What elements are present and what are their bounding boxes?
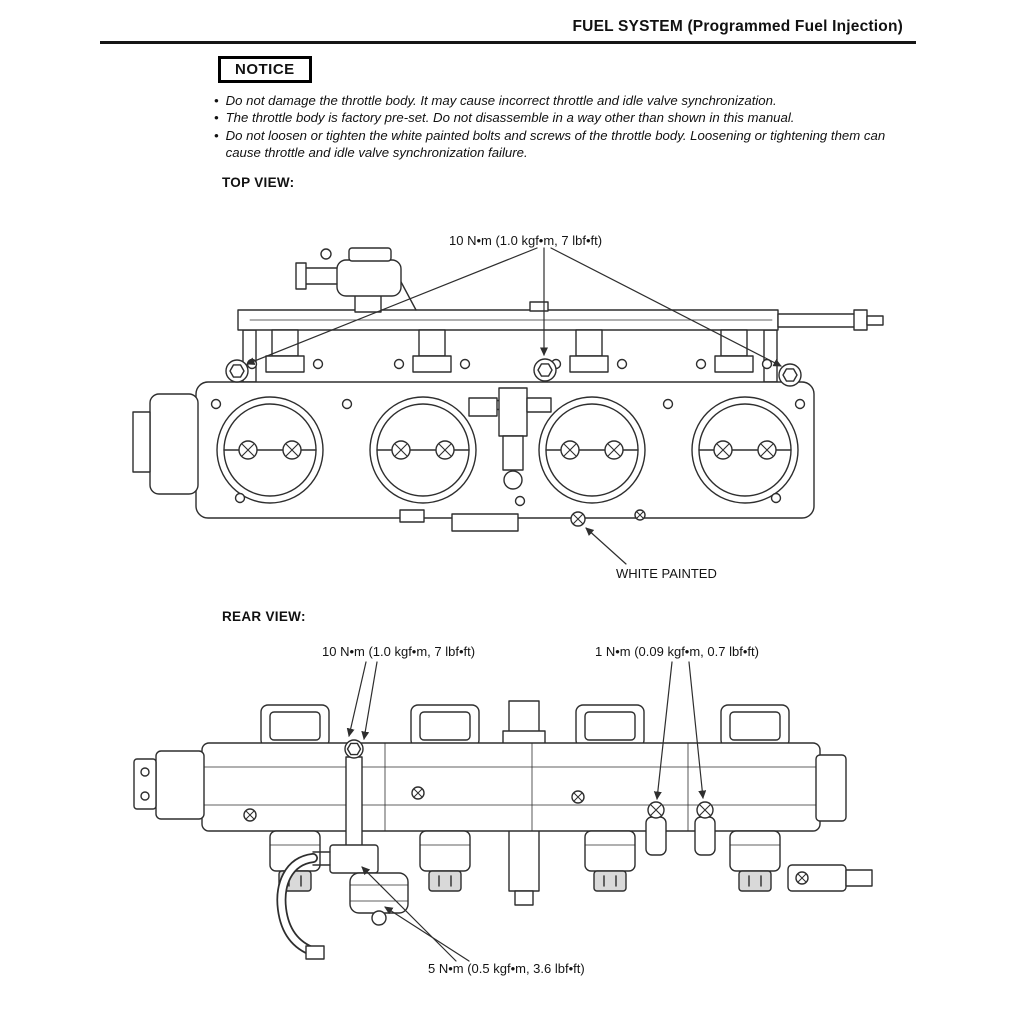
bullet-icon	[214, 127, 219, 162]
header-rule	[100, 41, 916, 44]
rear-torque-10-label: 10 N•m (1.0 kgf•m, 7 lbf•ft)	[322, 644, 476, 659]
fuel-line-assembly	[276, 739, 409, 960]
throttle-bore	[216, 396, 324, 504]
rail-bracket	[763, 329, 778, 383]
notice-list: Do not damage the throttle body. It may …	[214, 92, 910, 162]
white-painted-label: WHITE PAINTED	[616, 566, 717, 581]
pressure-regulator	[295, 247, 417, 313]
throttle-bore	[691, 396, 799, 504]
page-title: FUEL SYSTEM (Programmed Fuel Injection)	[572, 18, 903, 35]
band-screws	[243, 786, 585, 822]
bullet-icon	[214, 109, 219, 126]
rear-view-heading: REAR VIEW:	[222, 609, 306, 624]
top-torque-label: 10 N•m (1.0 kgf•m, 7 lbf•ft)	[449, 233, 603, 248]
rear-torque-5-label: 5 N•m (0.5 kgf•m, 3.6 lbf•ft)	[428, 961, 585, 976]
notice-item-text: Do not loosen or tighten the white paint…	[225, 127, 886, 161]
center-linkage	[468, 387, 552, 490]
mounting-bolt	[533, 358, 557, 382]
injector-boss	[246, 329, 773, 373]
bottom-bracket	[399, 509, 519, 532]
intake-stubs	[260, 704, 790, 748]
top-view-heading: TOP VIEW:	[222, 175, 295, 190]
fuel-rail	[237, 301, 884, 331]
throttle-bore	[369, 396, 477, 504]
rear-view-diagram	[133, 661, 873, 962]
bullet-icon	[214, 92, 219, 109]
white-painted-screw	[570, 511, 586, 527]
fuel-injector	[419, 830, 471, 892]
throttle-body-rear	[201, 742, 821, 832]
notice-item: Do not loosen or tighten the white paint…	[214, 127, 910, 162]
top-view-diagram	[132, 247, 884, 565]
left-sensor	[133, 750, 205, 820]
notice-item: The throttle body is factory pre-set. Do…	[214, 109, 910, 126]
leader-lines	[246, 247, 782, 565]
notice-item: Do not damage the throttle body. It may …	[214, 92, 910, 109]
mounting-bolt	[225, 359, 249, 383]
throttle-bore	[538, 396, 646, 504]
notice-item-text: Do not damage the throttle body. It may …	[225, 93, 777, 108]
fuel-injector	[584, 830, 636, 892]
notice-item-text: The throttle body is factory pre-set. Do…	[225, 110, 795, 126]
rear-torque-1-label: 1 N•m (0.09 kgf•m, 0.7 lbf•ft)	[595, 644, 759, 659]
body-screws	[210, 398, 806, 521]
notice-label: NOTICE	[218, 56, 312, 83]
idle-air-screws	[645, 801, 716, 856]
fuel-injector	[729, 830, 781, 892]
leader-lines	[346, 661, 707, 962]
right-bracket	[787, 754, 873, 892]
mounting-bolt	[778, 363, 802, 387]
